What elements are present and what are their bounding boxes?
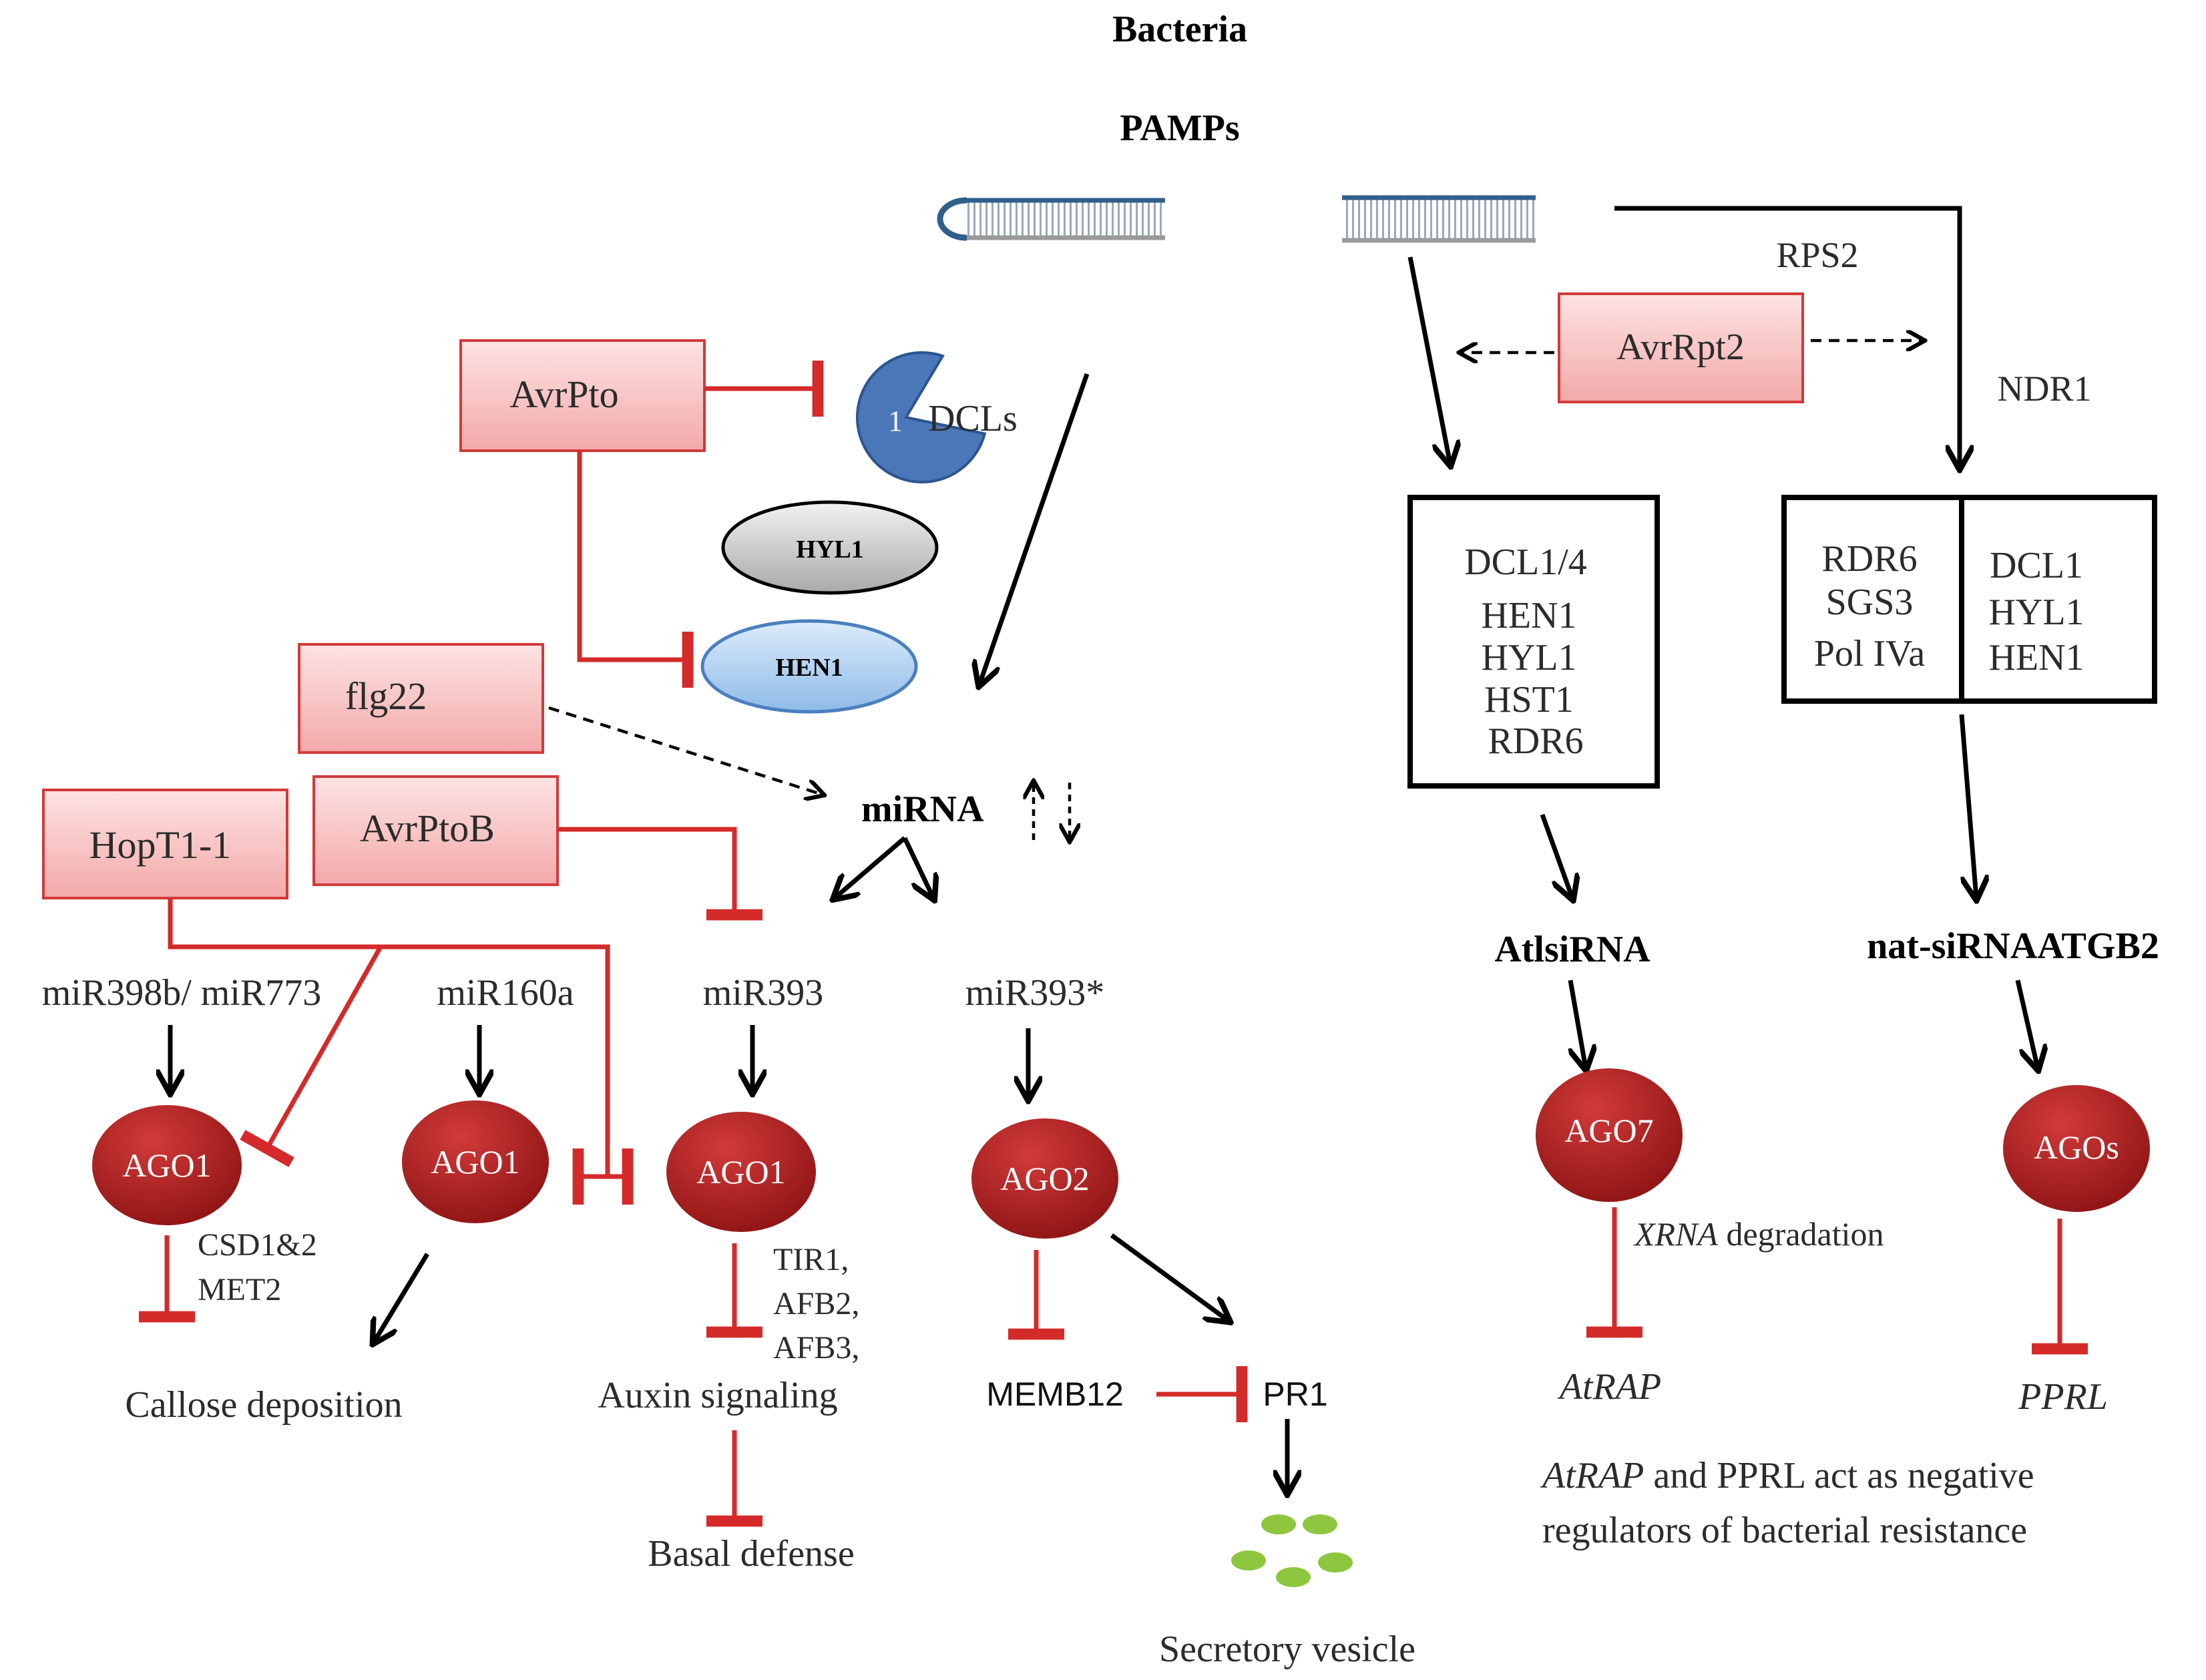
atlsirna-label: AtlsiRNA bbox=[1494, 929, 1650, 970]
ago1-label-2: AGO1 bbox=[431, 1143, 519, 1181]
footnote-line-1: AtRAP and PPRL act as negative bbox=[1540, 1455, 2034, 1496]
natsirna-to-agos-arrow bbox=[2015, 980, 2038, 1068]
avrpto-inhibits-hen1 bbox=[577, 451, 694, 688]
mir393-label: miR393 bbox=[703, 972, 823, 1014]
basal-label: Basal defense bbox=[648, 1533, 854, 1574]
mir393star-label: miR393* bbox=[965, 972, 1104, 1014]
ago2-to-pr1-arrow bbox=[1110, 1233, 1229, 1321]
ago2-label: AGO2 bbox=[1000, 1160, 1089, 1197]
flg22-to-mirna-arrow bbox=[548, 706, 823, 795]
ago1-label-3: AGO1 bbox=[696, 1153, 785, 1191]
dcl-number: 1 bbox=[888, 405, 903, 437]
box2-left-item-2: SGS3 bbox=[1826, 582, 1914, 623]
hyl1-ellipse bbox=[721, 500, 939, 595]
box1-item-3: HYL1 bbox=[1481, 637, 1576, 678]
mirna-branch-left bbox=[835, 836, 907, 898]
mir398-label: miR398b/ miR773 bbox=[42, 972, 322, 1014]
ago1-node-1: AGO1 bbox=[92, 1105, 242, 1225]
hopt1-box bbox=[42, 789, 288, 899]
hyl1-label: HYL1 bbox=[796, 536, 863, 564]
box1-frame bbox=[1407, 495, 1660, 789]
dcl-to-mirna-arrow bbox=[979, 373, 1090, 684]
hopt1-inhibits-ago1-left bbox=[240, 946, 383, 1167]
title: Bacteria bbox=[1112, 9, 1247, 50]
agos-label: AGOs bbox=[2034, 1128, 2119, 1166]
pprl-label: PPRL bbox=[2018, 1376, 2108, 1418]
hopt1-label: HopT1-1 bbox=[89, 823, 232, 867]
xrna-label: XRNA degradation bbox=[1633, 1215, 1884, 1253]
avrrpt2-box bbox=[1558, 292, 1804, 403]
ago1-label-1: AGO1 bbox=[122, 1146, 211, 1184]
box2-right-item-3: HEN1 bbox=[1988, 637, 2084, 678]
agos-node: AGOs bbox=[2003, 1085, 2150, 1212]
box1-item-5: RDR6 bbox=[1488, 720, 1583, 762]
footnote-italic: AtRAP bbox=[1540, 1455, 1644, 1496]
dsrna-icon bbox=[1342, 195, 1536, 243]
rps2-label: RPS2 bbox=[1776, 235, 1858, 275]
avrpto-box bbox=[459, 339, 706, 452]
ago1-node-3: AGO1 bbox=[666, 1112, 816, 1232]
mir160-label: miR160a bbox=[437, 972, 574, 1014]
hopt1-inhibition-line bbox=[168, 898, 610, 1179]
mirna-label: miRNA bbox=[861, 789, 984, 830]
avrptob-inhibits-mir393 bbox=[558, 827, 762, 921]
tir-label-1: TIR1, bbox=[773, 1242, 849, 1277]
ndr1-label: NDR1 bbox=[1997, 369, 2091, 409]
natsirna-label: nat-siRNAATGB2 bbox=[1867, 925, 2159, 967]
ago2-node: AGO2 bbox=[971, 1118, 1118, 1239]
vesicle-label: Secretory vesicle bbox=[1159, 1629, 1415, 1670]
box2-to-natsirna-arrow bbox=[1959, 714, 1976, 898]
box1-item-4: HST1 bbox=[1484, 679, 1574, 720]
hen1-label: HEN1 bbox=[775, 654, 843, 682]
atrap-label: AtRAP bbox=[1557, 1366, 1661, 1408]
pr1-label: PR1 bbox=[1263, 1376, 1327, 1413]
secretory-vesicle-icon bbox=[1231, 1514, 1353, 1587]
box2-frame bbox=[1781, 495, 2157, 704]
box1-item-1: DCL1/4 bbox=[1464, 542, 1587, 583]
atlsirna-to-ago7-arrow bbox=[1570, 980, 1586, 1068]
box1-to-atlsirna-arrow bbox=[1540, 813, 1572, 898]
avrpto-label: AvrPto bbox=[509, 373, 618, 416]
flg22-label: flg22 bbox=[345, 674, 427, 718]
callose-label: Callose deposition bbox=[125, 1384, 402, 1426]
box2-right-item-2: HYL1 bbox=[1988, 592, 2084, 633]
dsrna-to-box1-arrow bbox=[1407, 256, 1450, 464]
hen1-ellipse bbox=[700, 619, 918, 714]
avrptob-label: AvrPtoB bbox=[360, 807, 495, 850]
box2-right-item-1: DCL1 bbox=[1990, 545, 2083, 586]
avrptob-box bbox=[312, 775, 559, 886]
box2-left-item-1: RDR6 bbox=[1821, 538, 1917, 580]
rps2-pathway-line bbox=[1614, 206, 1960, 467]
tir-label-3: AFB3, bbox=[773, 1330, 859, 1366]
xrna-italic: XRNA bbox=[1633, 1215, 1718, 1253]
csd-label-1: CSD1&2 bbox=[198, 1227, 317, 1263]
memb12-label: MEMB12 bbox=[986, 1376, 1124, 1413]
avrrpt2-label: AvrRpt2 bbox=[1616, 327, 1745, 368]
footnote-line-2: regulators of bacterial resistance bbox=[1542, 1510, 2027, 1551]
dcl-icon bbox=[856, 351, 987, 483]
box2-left-item-3: Pol IVa bbox=[1814, 633, 1926, 674]
ago1-to-callose-arrow bbox=[374, 1253, 429, 1342]
footnote-rest: and PPRL act as negative bbox=[1644, 1455, 2034, 1496]
dcls-label: DCLs bbox=[928, 398, 1018, 439]
mirna-branch-right bbox=[902, 837, 933, 898]
xrna-rest: degradation bbox=[1718, 1215, 1884, 1253]
auxin-label: Auxin signaling bbox=[598, 1375, 837, 1416]
tir-label-2: AFB2, bbox=[773, 1286, 859, 1321]
ago7-label: AGO7 bbox=[1564, 1112, 1653, 1149]
ago7-node: AGO7 bbox=[1536, 1068, 1683, 1202]
box1-item-2: HEN1 bbox=[1481, 595, 1576, 636]
ago1-node-2: AGO1 bbox=[402, 1100, 549, 1223]
hairpin-rna-icon bbox=[937, 197, 1165, 241]
csd-label-2: MET2 bbox=[198, 1272, 281, 1307]
flg22-box bbox=[298, 643, 544, 754]
subtitle: PAMPs bbox=[1120, 108, 1239, 149]
